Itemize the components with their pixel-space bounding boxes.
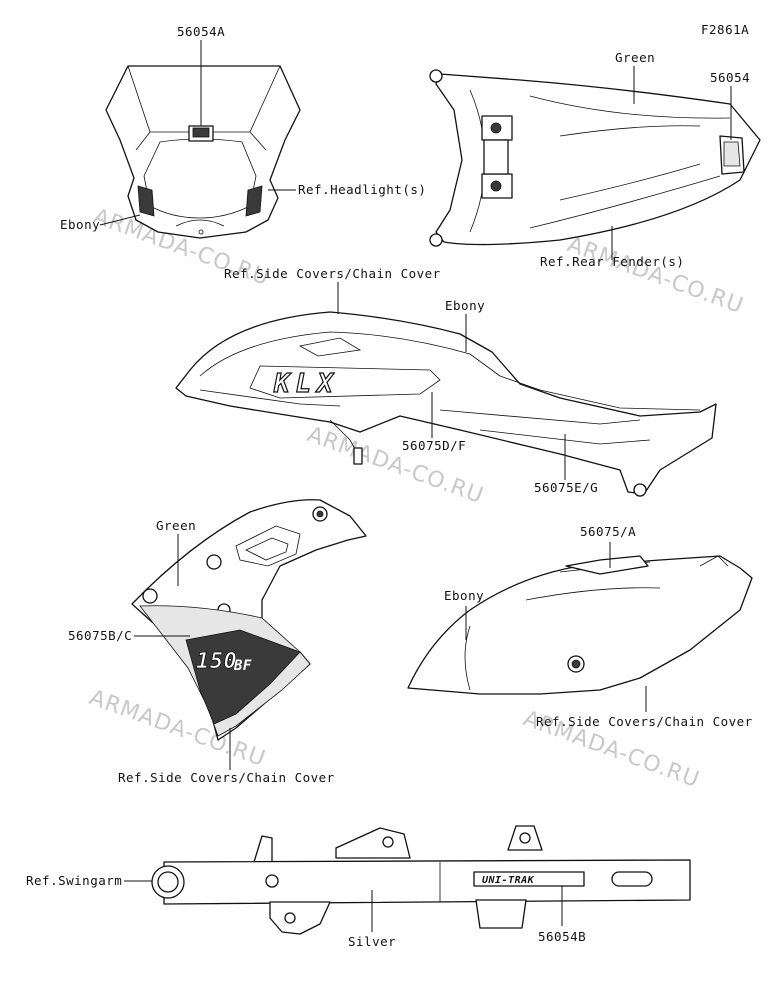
rear-fender xyxy=(429,69,761,247)
headlight-cover xyxy=(105,65,301,239)
label-ref-side-covers-2: Ref.Side Covers/Chain Cover xyxy=(118,770,335,785)
label-ebony-1: Ebony xyxy=(60,217,100,232)
swingarm: UNI-TRAK xyxy=(151,825,691,935)
watermarks: ARMADA-CO.RU ARMADA-CO.RU ARMADA-CO.RU A… xyxy=(86,204,747,793)
label-ref-side-covers-1: Ref.Side Covers/Chain Cover xyxy=(224,266,441,281)
model-bf-decal: BF xyxy=(233,658,252,674)
label-green-2: Green xyxy=(156,518,196,533)
watermark-2: ARMADA-CO.RU xyxy=(564,232,747,319)
label-ebony-3: Ebony xyxy=(444,588,484,603)
label-56075BC: 56075B/C xyxy=(68,628,132,643)
klx-decal: KLX xyxy=(273,369,339,399)
label-56075EG: 56075E/G xyxy=(534,480,598,495)
side-cover-150bf: 150 BF xyxy=(131,499,367,741)
label-56054A: 56054A xyxy=(177,24,225,39)
label-56075DF: 56075D/F xyxy=(402,438,466,453)
label-ref-side-covers-3: Ref.Side Covers/Chain Cover xyxy=(536,714,753,729)
watermark-3: ARMADA-CO.RU xyxy=(304,422,487,509)
label-green-1: Green xyxy=(615,50,655,65)
model-150-decal: 150 xyxy=(196,649,237,674)
side-cover-klx: KLX xyxy=(175,311,717,497)
diagram-id: F2861A xyxy=(701,22,749,37)
label-ref-headlight: Ref.Headlight(s) xyxy=(298,182,426,197)
label-silver: Silver xyxy=(348,934,396,949)
label-56075A: 56075/A xyxy=(580,524,636,539)
label-56054B: 56054B xyxy=(538,929,586,944)
side-cover-right xyxy=(407,555,753,695)
label-ref-rear-fender: Ref.Rear Fender(s) xyxy=(540,254,684,269)
label-ebony-2: Ebony xyxy=(445,298,485,313)
label-56054: 56054 xyxy=(710,70,750,85)
unitrak-decal: UNI-TRAK xyxy=(482,875,535,886)
label-ref-swingarm: Ref.Swingarm xyxy=(26,873,122,888)
